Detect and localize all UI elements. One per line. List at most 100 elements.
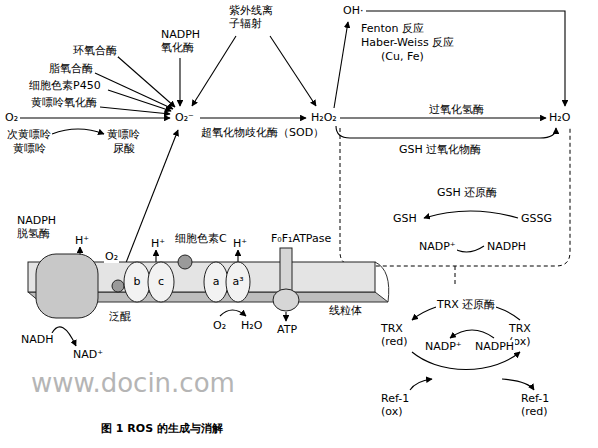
pathway-label: 紫外线离子辐射 <box>228 4 278 30</box>
pathway-label: O₂⁻ <box>174 111 195 124</box>
pathway-label: Ref-1 (red) <box>520 392 562 418</box>
atp-synthase-outline <box>273 289 299 311</box>
pathway-label: O₂ <box>212 319 227 332</box>
reaction-arrow <box>52 327 76 346</box>
reaction-arrow <box>95 73 173 109</box>
reaction-arrow <box>20 117 170 118</box>
ubiquinone: 泛醌 <box>112 280 124 292</box>
pathway-label: 过氧化氢酶 <box>428 103 485 116</box>
pathway-label: H⁺ <box>150 237 166 250</box>
reaction-arrow <box>450 330 494 338</box>
reaction-arrow <box>336 126 556 138</box>
complex-i-outline <box>36 254 98 318</box>
complex-a3: a³ <box>226 262 250 302</box>
pathway-label: OH· <box>342 4 364 17</box>
node-label: a³ <box>232 275 243 288</box>
node-label: b <box>134 275 141 288</box>
reaction-arrow <box>340 117 546 118</box>
membrane-band: 线粒体NADPH 脱氢酶泛醌bc细胞色素Caa³F₀F₁ATPase <box>28 262 375 292</box>
node-heading: 线粒体 <box>328 304 363 317</box>
pathway-label: 黄嘌呤 <box>106 128 141 141</box>
pathway-label: 尿酸 <box>112 142 136 155</box>
atp-synthase-outline <box>280 248 292 292</box>
atp-synthase: F₀F₁ATPase <box>272 248 300 312</box>
pathway-label: H₂O <box>240 319 263 332</box>
pathway-label: NAD⁺ <box>72 348 104 361</box>
pathway-label: H₂O <box>548 111 571 124</box>
reaction-arrow <box>20 11 565 390</box>
reaction-arrow <box>237 250 238 262</box>
dashed-bracket <box>455 266 456 285</box>
cytochrome-c-outline <box>178 255 192 269</box>
complex-a-outline <box>204 262 228 302</box>
pathway-label: 脂氧合酶 <box>48 62 94 75</box>
pathway-label: H⁺ <box>232 237 248 250</box>
pathway-label: GSH 还原酶 <box>436 186 498 199</box>
pathway-label: 细胞色素P450 <box>28 79 102 92</box>
pathway-label: NADP⁺ <box>424 340 463 353</box>
reaction-arrow <box>155 250 156 262</box>
complex-b: b <box>124 262 150 302</box>
reaction-arrow <box>200 117 306 118</box>
pathway-label: O₂ <box>104 250 119 263</box>
node-heading: 细胞色素C <box>174 232 228 245</box>
pathway-label: ATP <box>276 323 298 336</box>
cytochrome-c-outline <box>178 255 192 269</box>
pathway-label: TRX (red) <box>380 322 418 348</box>
pathway-label: NADP⁺ <box>418 240 457 253</box>
reaction-arrow <box>285 312 286 321</box>
complex-c: c <box>148 262 174 302</box>
pathway-label: 黄嘌呤 <box>12 142 47 155</box>
node-label: a <box>213 275 220 288</box>
pathway-label: 黄嘌呤氧化酶 <box>30 96 98 109</box>
reaction-arrow <box>179 58 180 106</box>
reaction-arrow <box>424 211 518 218</box>
pathway-label: (Cu, Fe) <box>380 50 425 63</box>
pathway-label: TRX 还原酶 <box>436 298 496 311</box>
reaction-arrow <box>412 352 520 369</box>
pathway-label: NADPH 氧化酶 <box>160 28 206 54</box>
pathway-label: NADPH <box>474 340 515 353</box>
pathway-label: Ref-1 (ox) <box>380 392 420 418</box>
pathway-label: O₂ <box>4 111 19 124</box>
pathway-label: 超氧化物歧化酶（SOD） <box>200 126 325 139</box>
complex-a: a <box>204 262 228 302</box>
complex-c-outline <box>148 262 174 302</box>
pathway-label: 环氧合酶 <box>72 44 118 57</box>
ubiquinone-outline <box>112 280 124 292</box>
dashed-bracket <box>340 128 570 266</box>
reaction-arrow <box>100 107 170 114</box>
node-heading: F₀F₁ATPase <box>270 232 332 245</box>
reaction-arrow <box>502 379 534 390</box>
reaction-arrow <box>117 56 175 107</box>
membrane-face <box>375 262 389 302</box>
reaction-arrow <box>410 379 432 390</box>
watermark: www.docin.com <box>30 368 236 399</box>
pathway-label: Haber-Weiss 反应 <box>360 36 455 49</box>
node-label: c <box>158 275 164 288</box>
pathway-label: NADH <box>20 333 55 346</box>
node-heading: 泛醌 <box>108 310 132 323</box>
dashed-bracket <box>340 128 570 285</box>
node-heading: NADPH 脱氢酶 <box>16 214 64 240</box>
pathway-label: 次黄嘌呤 <box>6 128 52 141</box>
pathway-label: H⁺ <box>74 234 90 247</box>
complex-b-outline <box>124 262 150 302</box>
pathway-label: H₂O₂ <box>310 111 338 124</box>
pathway-label: GSH <box>392 212 418 225</box>
reaction-arrow <box>220 310 246 316</box>
complex-i: NADPH 脱氢酶 <box>36 254 98 318</box>
complex-i-outline <box>36 254 98 318</box>
atp-synthase-outline <box>272 248 300 312</box>
pathway-label: Fenton 反应 <box>360 22 425 35</box>
reaction-arrow <box>334 22 348 108</box>
complex-a3-outline <box>226 262 250 302</box>
figure-caption: 图 1 ROS 的生成与消解 <box>100 422 224 435</box>
pathway-label: GSSG <box>520 212 553 225</box>
pathway-label: NADPH <box>486 240 527 253</box>
pathway-label: GSH 过氧化物酶 <box>398 143 482 156</box>
ubiquinone-outline <box>112 280 124 292</box>
reaction-arrow <box>52 129 104 134</box>
reaction-arrow <box>270 36 316 106</box>
cytochrome-c: 细胞色素C <box>178 255 192 269</box>
